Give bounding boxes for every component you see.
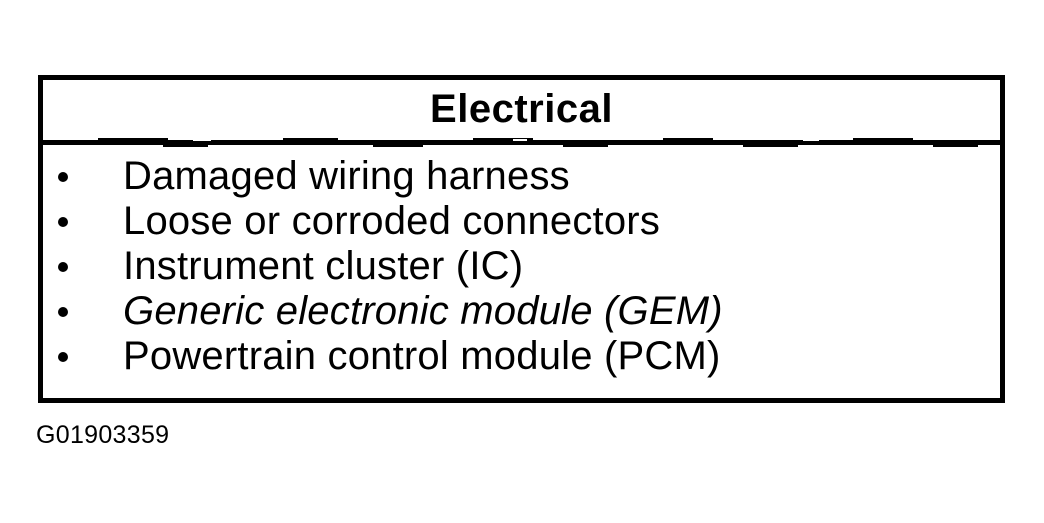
bullet-icon <box>58 171 68 182</box>
list-item-text: Loose or corroded connectors <box>123 199 661 243</box>
bullet-icon <box>58 216 68 227</box>
list-item: Generic electronic module (GEM) <box>43 289 1000 334</box>
list-item-text: Powertrain control module (PCM) <box>123 334 721 378</box>
list-item: Loose or corroded connectors <box>43 199 1000 244</box>
bullet-icon <box>58 306 68 317</box>
fault-list: Damaged wiring harness Loose or corroded… <box>43 147 1000 379</box>
list-item: Instrument cluster (IC) <box>43 244 1000 289</box>
list-item-text: Instrument cluster (IC) <box>123 244 524 288</box>
list-item-text: Damaged wiring harness <box>123 154 570 198</box>
bullet-icon <box>58 261 68 272</box>
electrical-fault-table: Electrical Dam <box>38 75 1005 403</box>
table-header: Electrical <box>43 80 1000 138</box>
bullet-icon <box>58 351 68 362</box>
figure-id: G01903359 <box>36 421 170 449</box>
table-title: Electrical <box>430 86 613 131</box>
list-item: Powertrain control module (PCM) <box>43 334 1000 379</box>
list-item-text: Generic electronic module (GEM) <box>123 289 723 333</box>
list-item: Damaged wiring harness <box>43 154 1000 199</box>
header-separator-line <box>43 138 1000 147</box>
